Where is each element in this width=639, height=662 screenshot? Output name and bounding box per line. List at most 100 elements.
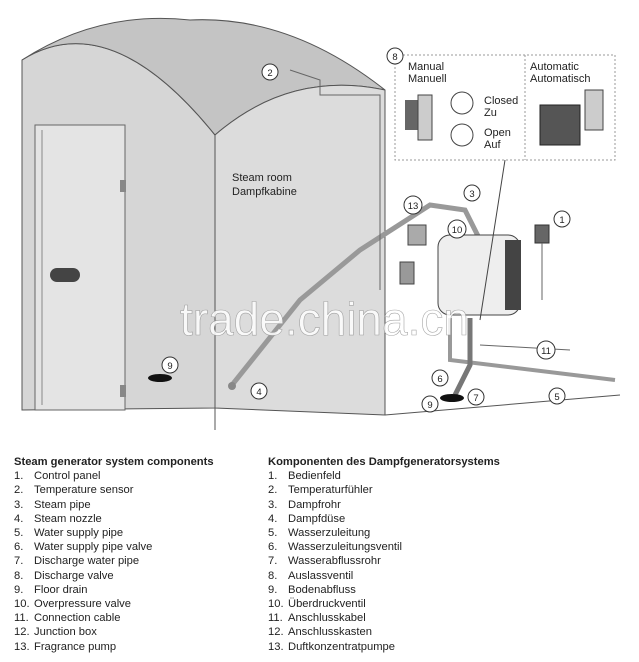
item-label: Steam pipe bbox=[34, 498, 91, 511]
steam-pipe bbox=[230, 202, 483, 387]
control-panel bbox=[534, 224, 550, 244]
room-label-en: Steam room bbox=[232, 172, 292, 184]
list-item: 3. Dampfrohr bbox=[268, 498, 500, 512]
item-number: 8. bbox=[268, 569, 278, 582]
item-number: 9. bbox=[14, 583, 24, 596]
item-label: Auslassventil bbox=[288, 569, 354, 582]
list-item: 5.Wasserzuleitung bbox=[268, 526, 500, 540]
list-item: 5.Water supply pipe bbox=[14, 526, 214, 540]
floor-drain bbox=[148, 374, 172, 382]
svg-text:10: 10 bbox=[452, 225, 463, 236]
automatic-label: Automatic bbox=[530, 61, 579, 73]
item-label: Bedienfeld bbox=[288, 470, 341, 483]
item-label: Floor drain bbox=[34, 583, 88, 596]
svg-text:9: 9 bbox=[427, 400, 432, 411]
item-number: 5. bbox=[14, 527, 24, 540]
list-item: 7.Discharge water pipe bbox=[14, 554, 214, 568]
closed-valve-icon bbox=[450, 91, 474, 115]
svg-text:1: 1 bbox=[559, 215, 564, 226]
junction-box bbox=[407, 224, 427, 246]
list-item: 6.Wasserzuleitungsventil bbox=[268, 540, 500, 554]
automatic-label-de: Automatisch bbox=[530, 73, 591, 85]
watermark: trade.china.cn bbox=[180, 293, 469, 345]
list-item: 3.Steam pipe bbox=[14, 498, 214, 512]
floor-drain-2 bbox=[440, 394, 464, 402]
item-label: Duftkonzentratpumpe bbox=[288, 640, 395, 653]
steam-nozzle bbox=[228, 382, 236, 390]
item-label: Water supply pipe valve bbox=[34, 541, 153, 554]
list-title-de: Komponenten des Dampfgeneratorsystems bbox=[268, 456, 500, 468]
item-number: 1. bbox=[268, 470, 278, 483]
item-label: Wasserzuleitungsventil bbox=[288, 541, 402, 554]
item-label: Control panel bbox=[34, 470, 101, 483]
glass-door bbox=[34, 124, 126, 411]
manual-label-de: Manuell bbox=[408, 73, 447, 85]
item-label: Temperaturfühler bbox=[288, 484, 373, 497]
list-item: 13. Fragrance pump bbox=[14, 640, 214, 654]
list-item: 4.Steam nozzle bbox=[14, 512, 214, 526]
svg-text:7: 7 bbox=[473, 393, 478, 404]
item-number: 13. bbox=[14, 640, 30, 653]
item-number: 9. bbox=[268, 583, 278, 596]
item-number: 12. bbox=[268, 626, 284, 639]
svg-text:9: 9 bbox=[167, 361, 172, 372]
item-number: 2. bbox=[14, 484, 24, 497]
list-item: 10.Überdruckventil bbox=[268, 597, 500, 611]
room-side-wall bbox=[214, 84, 386, 416]
list-item: 12. Anschlusskasten bbox=[268, 625, 500, 639]
list-item: 1.Control panel bbox=[14, 469, 214, 483]
list-item: 8. Auslassventil bbox=[268, 569, 500, 583]
steam-room-diagram: Steam room Dampfkabine 8 Manual Manuell … bbox=[21, 17, 621, 430]
svg-text:5: 5 bbox=[554, 392, 559, 403]
item-label: Anschlusskasten bbox=[288, 626, 372, 639]
callouts: 1 2 3 4 5 6 7 9 9 10 11 13 bbox=[161, 63, 571, 413]
list-item: 11. Anschlusskabel bbox=[268, 611, 500, 625]
open-label: Open bbox=[484, 127, 511, 139]
closed-label-de: Zu bbox=[484, 107, 497, 119]
list-item: 11. Connection cable bbox=[14, 611, 214, 625]
item-label: Anschlusskabel bbox=[288, 612, 366, 625]
list-item: 10.Overpressure valve bbox=[14, 597, 214, 611]
manual-label: Manual bbox=[408, 61, 444, 73]
list-item: 1. Bedienfeld bbox=[268, 469, 500, 483]
svg-text:2: 2 bbox=[267, 68, 272, 79]
item-number: 8. bbox=[14, 569, 24, 582]
item-number: 6. bbox=[14, 541, 24, 554]
item-label: Bodenabfluss bbox=[288, 583, 356, 596]
item-label: Dampfrohr bbox=[288, 498, 341, 511]
list-item: 2. Temperature sensor bbox=[14, 483, 214, 497]
item-number: 7. bbox=[268, 555, 278, 568]
item-number: 2. bbox=[268, 484, 278, 497]
item-number: 3. bbox=[268, 498, 278, 511]
manual-valve-icon bbox=[405, 100, 420, 130]
item-number: 10. bbox=[14, 598, 30, 611]
svg-text:6: 6 bbox=[437, 374, 442, 385]
item-number: 11. bbox=[268, 612, 283, 625]
item-label: Junction box bbox=[34, 626, 97, 639]
item-number: 4. bbox=[268, 512, 278, 525]
room-label-de: Dampfkabine bbox=[232, 186, 297, 198]
item-number: 13. bbox=[268, 640, 284, 653]
list-item: 4.Dampfdüse bbox=[268, 512, 500, 526]
item-label: Wasserabflussrohr bbox=[288, 555, 381, 568]
item-number: 4. bbox=[14, 512, 24, 525]
list-item: 9. Bodenabfluss bbox=[268, 583, 500, 597]
list-item: 8. Discharge valve bbox=[14, 569, 214, 583]
item-label: Temperature sensor bbox=[34, 484, 134, 497]
list-item: 7. Wasserabflussrohr bbox=[268, 554, 500, 568]
item-label: Discharge valve bbox=[34, 569, 114, 582]
list-item: 13. Duftkonzentratpumpe bbox=[268, 640, 500, 654]
fragrance-pump bbox=[399, 261, 415, 285]
item-label: Fragrance pump bbox=[34, 640, 117, 653]
open-label-de: Auf bbox=[484, 139, 501, 151]
item-label: Wasserzuleitung bbox=[288, 527, 371, 540]
list-item: 9. Floor drain bbox=[14, 583, 214, 597]
item-number: 11. bbox=[14, 612, 29, 625]
item-label: Connection cable bbox=[34, 612, 121, 625]
components-list-de: Komponenten des Dampfgeneratorsystems 1.… bbox=[268, 455, 500, 654]
connection-cable bbox=[479, 344, 571, 351]
list-item: 2. Temperaturfühler bbox=[268, 483, 500, 497]
svg-text:11: 11 bbox=[541, 346, 551, 357]
svg-text:13: 13 bbox=[408, 201, 419, 212]
item-number: 10. bbox=[268, 598, 284, 611]
